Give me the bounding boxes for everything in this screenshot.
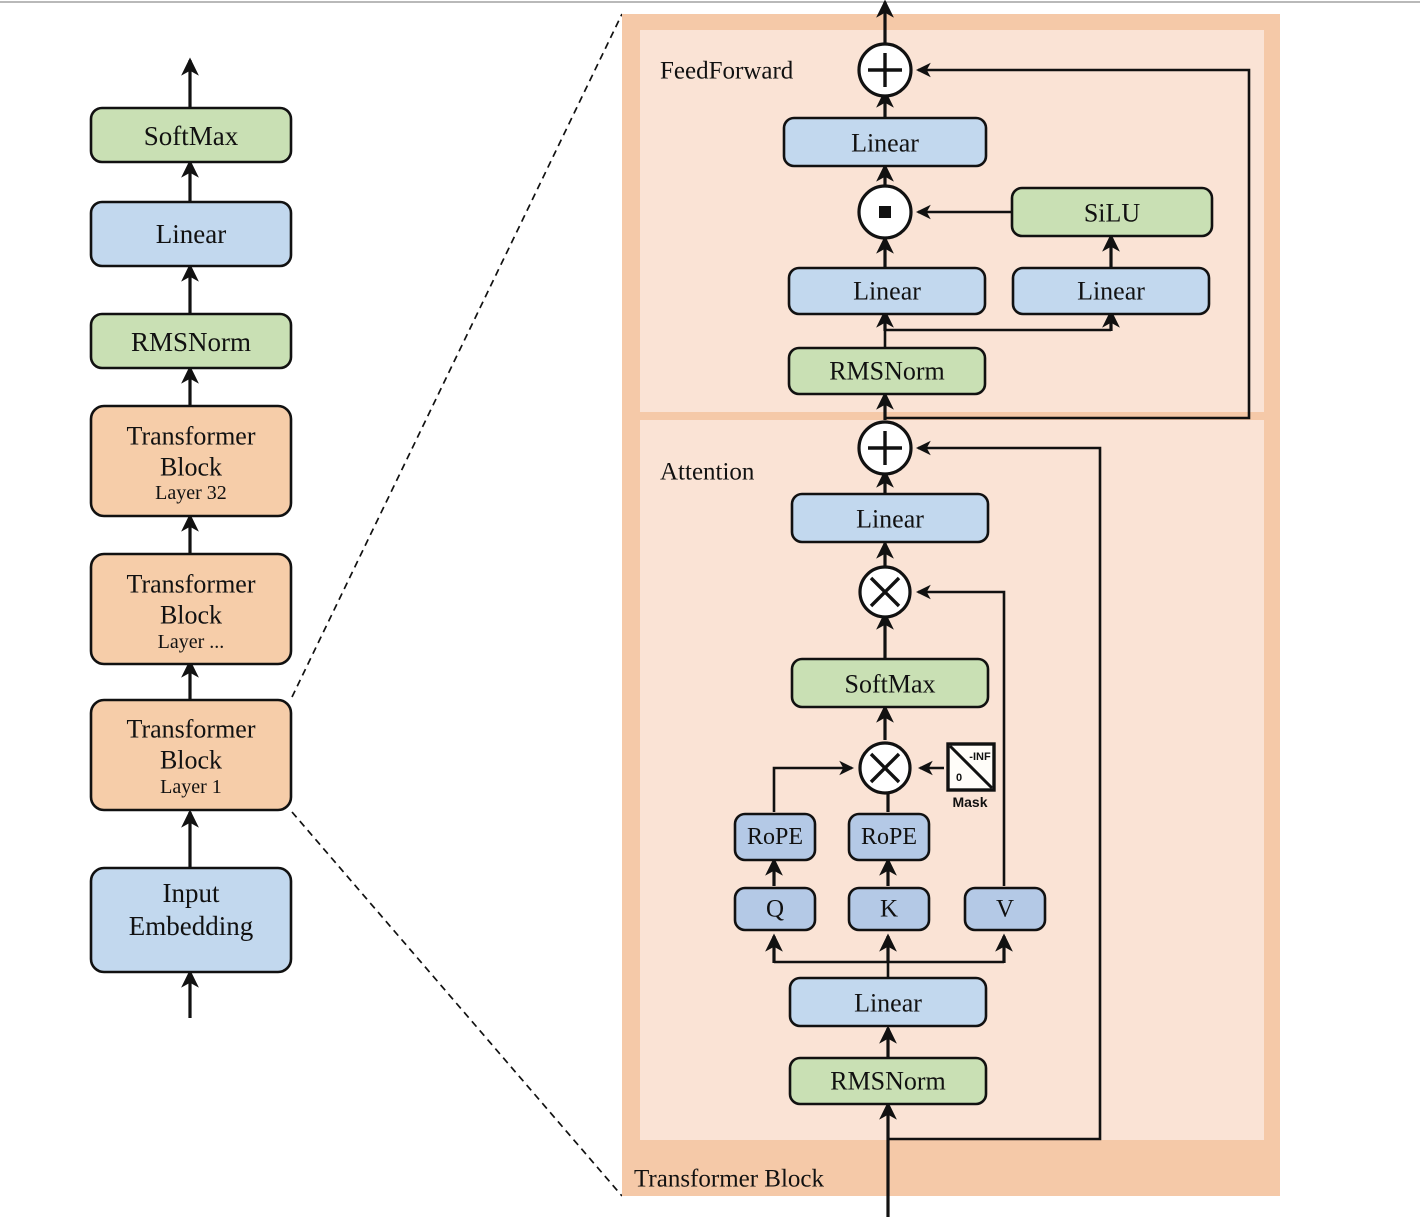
op-times1-stroke-b [869, 752, 901, 784]
node-transformer-block-layer-ellipsis[interactable]: Transformer Block Layer ... [89, 552, 293, 666]
node-softmax-output[interactable]: SoftMax [89, 106, 293, 164]
node-transformer-block-layer1[interactable]: Transformer Block Layer 1 [89, 698, 293, 812]
zoom-callout-line-top [291, 13, 623, 698]
node-feedforward-rmsnorm-label: RMSNorm [829, 357, 945, 386]
node-output-linear-label: Linear [156, 219, 226, 249]
attention-section-title: Attention [660, 459, 755, 486]
node-qkv-linear-label: Linear [854, 989, 922, 1018]
node-feedforward-gate-linear[interactable]: Linear [787, 266, 987, 316]
model-overview-stack: SoftMax Linear RMSNorm Transformer Block… [89, 57, 293, 1018]
node-input-embedding-box [89, 866, 293, 974]
node-transformer-block-layer-ellipsis-sublabel: Layer ... [158, 631, 225, 653]
op-feedforward-residual-add[interactable] [857, 42, 913, 98]
node-rope-key-label: RoPE [861, 824, 917, 850]
node-rope-key[interactable]: RoPE [847, 812, 931, 862]
node-transformer-block-layer32-sublabel: Layer 32 [155, 482, 227, 504]
node-attention-rmsnorm-box [788, 1056, 988, 1106]
node-attention-softmax[interactable]: SoftMax [790, 657, 990, 709]
node-transformer-block-layer1-line2: Block [160, 746, 222, 775]
node-attention-output-linear-box [790, 492, 990, 544]
node-transformer-block-layer32-line2: Block [160, 453, 222, 482]
op-feedforward-elementwise-multiply[interactable] [857, 184, 913, 240]
node-transformer-block-layer-ellipsis-line1: Transformer [126, 570, 255, 599]
node-value-projection-label: V [996, 896, 1014, 923]
node-silu-activation-label: SiLU [1084, 199, 1141, 228]
node-silu-activation[interactable]: SiLU [1010, 186, 1214, 238]
node-attention-output-linear-label: Linear [856, 505, 924, 534]
node-value-projection[interactable]: V [963, 886, 1047, 932]
node-key-projection[interactable]: K [847, 886, 931, 932]
node-attention-softmax-label: SoftMax [845, 670, 936, 699]
node-query-projection-box [733, 886, 817, 932]
op-times2-stroke-b [869, 576, 901, 608]
node-query-projection-label: Q [766, 896, 784, 923]
causal-mask-zero-label: 0 [956, 772, 962, 784]
node-feedforward-output-linear-label: Linear [851, 129, 919, 158]
node-feedforward-output-linear[interactable]: Linear [782, 116, 988, 168]
node-transformer-block-layer32[interactable]: Transformer Block Layer 32 [89, 404, 293, 518]
node-feedforward-up-linear[interactable]: Linear [1011, 266, 1211, 316]
node-transformer-block-layer-ellipsis-line2: Block [160, 601, 222, 630]
node-key-projection-label: K [880, 896, 898, 923]
node-rope-query-box [733, 812, 817, 862]
attention-residual-connection [888, 440, 1102, 1141]
node-final-rmsnorm[interactable]: RMSNorm [89, 312, 293, 370]
feedforward-section-title: FeedForward [660, 58, 794, 85]
zoom-callout-connectors [291, 13, 623, 1197]
node-output-linear[interactable]: Linear [89, 200, 293, 268]
node-feedforward-rmsnorm-box [787, 346, 987, 396]
node-qkv-linear[interactable]: Linear [788, 976, 988, 1028]
node-feedforward-gate-linear-label: Linear [853, 277, 921, 306]
op-attention-scores-times-value[interactable] [858, 565, 912, 619]
node-feedforward-up-linear-label: Linear [1077, 277, 1145, 306]
node-output-linear-box [89, 200, 293, 268]
node-transformer-block-layer32-line1: Transformer [126, 422, 255, 451]
causal-mask-neginf-label: -INF [969, 751, 991, 763]
zoom-callout-line-bottom [291, 811, 623, 1197]
node-transformer-block-layer1-sublabel: Layer 1 [160, 776, 222, 798]
node-softmax-output-label: SoftMax [144, 121, 239, 151]
node-transformer-block-layer32-box [89, 404, 293, 518]
node-silu-activation-box [1010, 186, 1214, 238]
node-input-embedding-line1: Input [163, 878, 220, 908]
node-attention-rmsnorm[interactable]: RMSNorm [788, 1056, 988, 1106]
node-final-rmsnorm-box [89, 312, 293, 370]
query-rope-path-to-matmul [772, 760, 855, 812]
node-query-projection[interactable]: Q [733, 886, 817, 932]
detail-panel-container-label: Transformer Block [634, 1166, 825, 1193]
node-attention-output-linear[interactable]: Linear [790, 492, 990, 544]
node-transformer-block-layer-ellipsis-box [89, 552, 293, 666]
node-attention-softmax-box [790, 657, 990, 709]
node-feedforward-output-linear-box [782, 116, 988, 168]
op-attention-residual-add[interactable] [857, 420, 913, 476]
op-dot-glyph [879, 206, 891, 218]
node-key-projection-box [847, 886, 931, 932]
op-query-times-key[interactable] [858, 741, 912, 795]
attention-wiring [765, 440, 1102, 1217]
node-input-embedding[interactable]: Input Embedding [89, 866, 293, 974]
node-transformer-block-layer1-box [89, 698, 293, 812]
causal-mask-icon[interactable]: 0 -INF Mask [946, 742, 996, 810]
node-feedforward-up-linear-box [1011, 266, 1211, 316]
transformer-block-detail-panel: FeedForward Attention Transformer Block [622, 0, 1280, 1217]
node-final-rmsnorm-label: RMSNorm [131, 327, 251, 357]
node-attention-rmsnorm-label: RMSNorm [830, 1067, 946, 1096]
value-path-to-attention-matmul [915, 584, 1006, 886]
node-input-embedding-line2: Embedding [129, 911, 253, 941]
node-transformer-block-layer1-line1: Transformer [126, 715, 255, 744]
node-softmax-output-box [89, 106, 293, 164]
feedforward-residual-connection [885, 62, 1251, 420]
causal-mask-caption: Mask [952, 794, 987, 810]
causal-mask-icon-diagonal [948, 744, 994, 790]
node-feedforward-rmsnorm[interactable]: RMSNorm [787, 346, 987, 396]
node-rope-key-box [847, 812, 931, 862]
node-rope-query-label: RoPE [747, 824, 803, 850]
node-qkv-linear-box [788, 976, 988, 1028]
node-feedforward-gate-linear-box [787, 266, 987, 316]
node-value-projection-box [963, 886, 1047, 932]
node-rope-query[interactable]: RoPE [733, 812, 817, 862]
